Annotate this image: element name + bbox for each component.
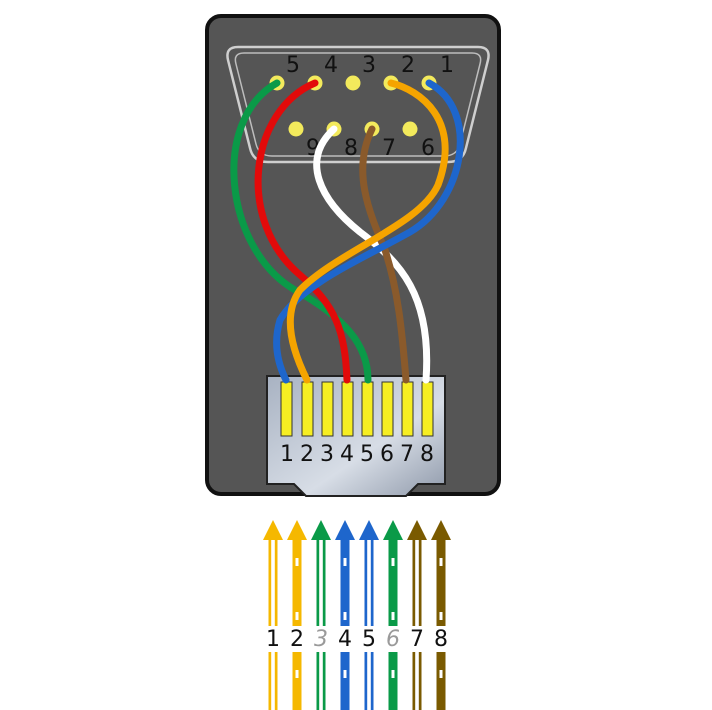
db9-label-7: 7 <box>382 136 396 161</box>
arrow-dash <box>343 670 347 678</box>
arrow-shaft <box>436 540 446 626</box>
rj45-contact-8 <box>421 381 434 437</box>
rj45-contact-2 <box>301 381 314 437</box>
rj45-label-5: 5 <box>360 442 374 467</box>
pair-arrow-6: 6 <box>383 520 403 710</box>
pair-label-8: 8 <box>434 627 448 652</box>
pair-arrow-4: 4 <box>335 520 355 710</box>
arrow-shaft <box>292 652 302 710</box>
arrow-head <box>383 520 403 540</box>
rj45-pin-labels: 1 2 3 4 5 6 7 8 <box>280 442 434 467</box>
arrow-shaft <box>388 540 398 626</box>
arrow-dash <box>391 612 395 620</box>
pair-label-4: 4 <box>338 627 352 652</box>
arrow-dash <box>295 670 299 678</box>
arrow-stripe <box>319 652 323 710</box>
wire-brown <box>359 125 410 384</box>
arrow-dash <box>439 670 443 678</box>
arrow-dash <box>391 670 395 678</box>
arrow-shaft <box>340 652 350 710</box>
arrow-stripe <box>415 540 419 626</box>
db9-label-8: 8 <box>344 136 358 161</box>
arrow-head <box>431 520 451 540</box>
rj45-label-8: 8 <box>420 442 434 467</box>
rj45-label-6: 6 <box>380 442 394 467</box>
rj45-contact-1 <box>280 381 293 437</box>
arrow-dash <box>295 558 299 566</box>
wire-red <box>254 79 351 384</box>
pair-arrow-8: 8 <box>431 520 451 710</box>
pair-arrow-7: 7 <box>407 520 427 710</box>
rj45-label-7: 7 <box>400 442 414 467</box>
arrow-dash <box>343 612 347 620</box>
arrow-dash <box>439 558 443 566</box>
arrow-dash <box>295 612 299 620</box>
arrow-dash <box>439 612 443 620</box>
db9-label-5: 5 <box>286 53 300 78</box>
pair-label-3: 3 <box>314 627 328 652</box>
arrow-dash <box>343 558 347 566</box>
db9-label-2: 2 <box>401 53 415 78</box>
wires <box>230 79 464 384</box>
arrow-stripe <box>367 652 371 710</box>
pair-label-2: 2 <box>290 627 304 652</box>
pair-label-5: 5 <box>362 627 376 652</box>
arrow-head <box>287 520 307 540</box>
arrow-head <box>359 520 379 540</box>
pair-arrow-2: 2 <box>287 520 307 710</box>
pair-label-7: 7 <box>410 627 424 652</box>
pair-arrow-3: 3 <box>311 520 331 710</box>
wire-blue <box>273 79 464 384</box>
arrow-stripe <box>271 652 275 710</box>
rj45-label-4: 4 <box>340 442 354 467</box>
db9-label-6: 6 <box>421 136 435 161</box>
db9-label-3: 3 <box>362 53 376 78</box>
db9-pin-9 <box>288 121 304 137</box>
arrow-head <box>407 520 427 540</box>
wire-green <box>230 79 372 384</box>
rj45-label-1: 1 <box>280 442 294 467</box>
arrow-head <box>311 520 331 540</box>
rj45-label-2: 2 <box>300 442 314 467</box>
arrow-stripe <box>319 540 323 626</box>
wire-white <box>313 125 431 384</box>
db9-pin-6 <box>402 121 418 137</box>
arrow-stripe <box>415 652 419 710</box>
rj45-contact-4 <box>341 381 354 437</box>
pair-label-6: 6 <box>386 627 400 652</box>
rj45-contact-5 <box>361 381 374 437</box>
rj45-contact-7 <box>401 381 414 437</box>
arrow-shaft <box>292 540 302 626</box>
arrow-head <box>263 520 283 540</box>
rj45-connector-body <box>266 375 446 497</box>
pair-arrow-5: 5 <box>359 520 379 710</box>
db9-label-4: 4 <box>324 53 338 78</box>
arrow-dash <box>391 558 395 566</box>
arrow-shaft <box>388 652 398 710</box>
arrow-stripe <box>271 540 275 626</box>
rj45-contact-3 <box>321 381 334 437</box>
arrow-head <box>335 520 355 540</box>
db9-pin-3 <box>345 75 361 91</box>
pair-arrow-1: 1 <box>263 520 283 710</box>
arrow-shaft <box>436 652 446 710</box>
db9-pin-labels: 5 4 3 2 1 9 8 7 6 <box>286 53 454 161</box>
db9-connector-shell <box>226 45 490 164</box>
arrow-shaft <box>340 540 350 626</box>
pair-label-1: 1 <box>266 627 280 652</box>
arrow-stripe <box>367 540 371 626</box>
wire-orange <box>286 79 449 384</box>
rj45-contact-6 <box>381 381 394 437</box>
db9-label-1: 1 <box>440 53 454 78</box>
rj45-label-3: 3 <box>320 442 334 467</box>
